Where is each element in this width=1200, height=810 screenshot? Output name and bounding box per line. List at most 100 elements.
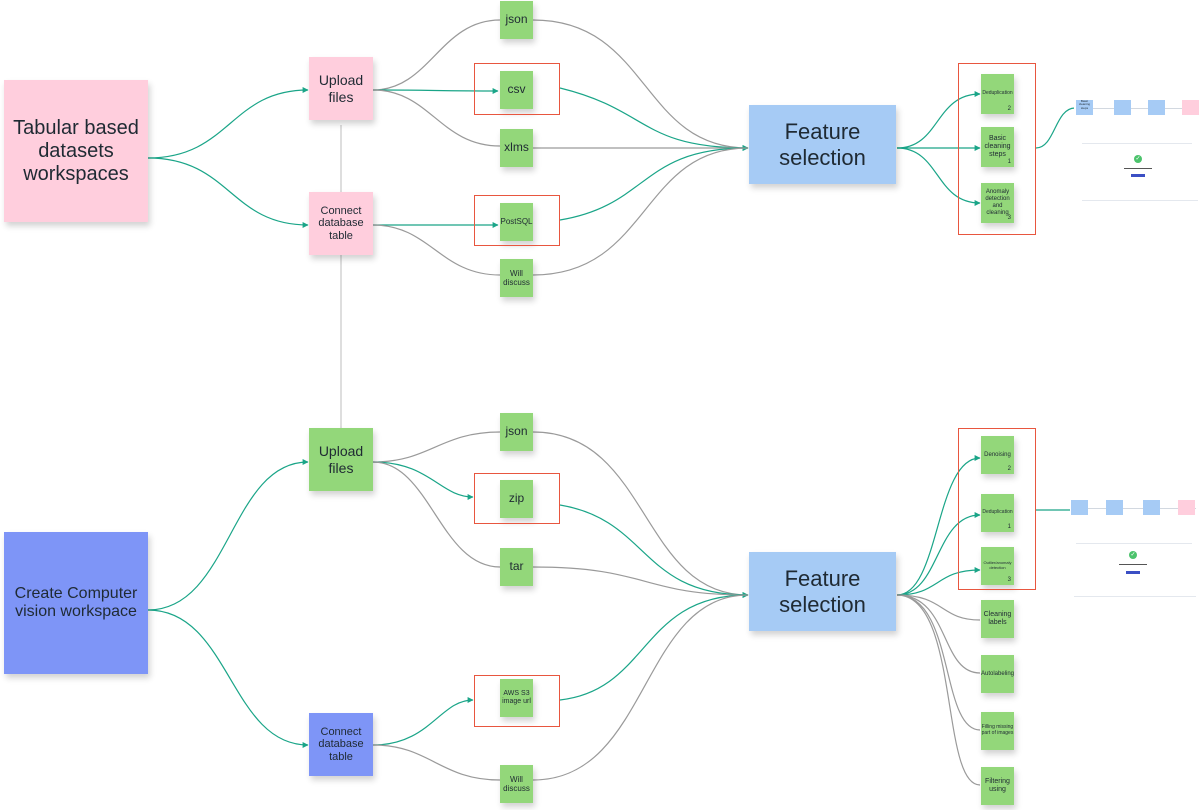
edge-ws-connect-bottom <box>147 609 309 748</box>
edge-will-feature-top <box>532 147 749 276</box>
deduplication-number-bottom: 1 <box>1007 524 1011 530</box>
thumb-text-bottom <box>1119 564 1147 565</box>
outlier-detection-note-bottom[interactable]: Outlier/anomaly detection 3 <box>981 547 1014 585</box>
thumb-step-2-top <box>1114 100 1131 115</box>
thumb-step-3-top <box>1148 100 1165 115</box>
check-circle-icon-top: ✓ <box>1134 155 1142 163</box>
edge-feature-filtering-bottom <box>896 594 981 786</box>
edge-ws-upload-bottom <box>147 459 309 611</box>
edge-feature-auto-bottom <box>896 594 981 674</box>
thumb-button-bottom <box>1126 571 1140 574</box>
thumb-connector-bottom <box>1088 508 1196 509</box>
edge-connect-aws-bottom <box>372 697 474 746</box>
json-note-bottom[interactable]: json <box>500 413 533 451</box>
zip-note-bottom[interactable]: zip <box>500 480 533 518</box>
edge-upload-xlms-top <box>372 89 501 147</box>
edge-postsql-feature-top <box>559 145 749 221</box>
thumb-text-top <box>1124 168 1152 169</box>
thumb-row-bottom <box>1076 543 1192 544</box>
deduplication-label-bottom: Deduplication <box>982 509 1013 516</box>
zip-highlight-frame <box>474 473 560 524</box>
denoising-note-bottom[interactable]: Denoising 2 <box>981 436 1014 474</box>
edge-connect-will-bottom <box>372 744 501 781</box>
thumb-step-4-bottom <box>1178 500 1195 515</box>
outlier-detection-label-bottom: Outlier/anomaly detection <box>983 560 1012 570</box>
xlms-note-top[interactable]: xlms <box>500 129 533 167</box>
csv-note-top[interactable]: csv <box>500 71 533 109</box>
deduplication-note-bottom[interactable]: Deduplication 1 <box>981 494 1014 532</box>
thumb-footer-bottom <box>1074 596 1196 597</box>
edge-upload-zip-bottom <box>372 461 474 500</box>
computer-vision-workspace-note[interactable]: Create Computer vision workspace <box>4 532 148 674</box>
workflow-thumbnail-top[interactable]: Basic cleaning steps ✓ <box>1074 98 1200 208</box>
autolabeling-note-bottom[interactable]: Autolabeling <box>981 655 1014 693</box>
edge-zip-feature-bottom <box>559 504 749 598</box>
cleaning-steps-frame-top <box>958 63 1036 235</box>
edge-tar-feature-bottom <box>532 566 749 596</box>
will-discuss-note-bottom[interactable]: Will discuss <box>500 765 533 803</box>
edge-feature-denoising-bottom <box>896 455 981 596</box>
basic-cleaning-number-top: 1 <box>1007 159 1011 165</box>
anomaly-detection-note-top[interactable]: Anomaly detection and cleaning 3 <box>981 183 1014 223</box>
feature-selection-note-bottom[interactable]: Feature selection <box>749 552 896 631</box>
check-circle-icon-bottom: ✓ <box>1129 551 1137 559</box>
edge-json-feature-bottom <box>532 431 749 596</box>
edge-ws-connect-top <box>147 157 309 228</box>
edge-feature-dedup-top <box>896 91 981 149</box>
edge-json-feature-top <box>532 19 749 149</box>
filtering-using-note-bottom[interactable]: Filtering using <box>981 767 1014 805</box>
filling-missing-note-bottom[interactable]: Filling missing part of images <box>981 712 1014 750</box>
cleaning-labels-note-bottom[interactable]: Cleaning labels <box>981 600 1014 638</box>
edge-frame-thumb-top <box>1035 107 1076 149</box>
deduplication-label-top: Deduplication <box>982 90 1013 97</box>
edge-upload-json-bottom <box>372 431 501 463</box>
edge-feature-outlier-bottom <box>896 567 981 596</box>
edge-feature-dedup-bottom <box>896 512 981 596</box>
json-note-top[interactable]: json <box>500 1 533 39</box>
edge-feature-anomaly-top <box>896 147 981 206</box>
connect-database-note-top[interactable]: Connect database table <box>309 192 373 255</box>
outlier-detection-number-bottom: 3 <box>1007 577 1011 583</box>
connect-database-note-bottom[interactable]: Connect database table <box>309 713 373 776</box>
edge-connect-will-top <box>372 224 501 276</box>
thumb-footer-top <box>1082 200 1198 201</box>
workflow-thumbnail-bottom[interactable]: ✓ <box>1070 498 1200 604</box>
edge-upload-csv-top <box>372 87 499 94</box>
thumb-button-top <box>1131 174 1145 177</box>
postsql-note-top[interactable]: PostSQL <box>500 203 533 241</box>
edge-csv-feature-top <box>559 87 749 151</box>
deduplication-number-top: 2 <box>1007 106 1011 112</box>
thumb-connector-top <box>1093 108 1198 109</box>
tabular-workspace-note[interactable]: Tabular based datasets workspaces <box>4 80 148 222</box>
thumb-step-2-bottom <box>1106 500 1123 515</box>
basic-cleaning-note-top[interactable]: Basic cleaning steps 1 <box>981 127 1014 167</box>
aws-highlight-frame <box>474 675 560 727</box>
cleaning-steps-frame-bottom <box>958 428 1036 590</box>
basic-cleaning-label-top: Basic cleaning steps <box>984 134 1011 159</box>
thumb-row-top <box>1082 143 1192 144</box>
thumb-step-1-top: Basic cleaning steps <box>1076 99 1093 115</box>
feature-selection-note-top[interactable]: Feature selection <box>749 105 896 184</box>
edge-feature-filling-bottom <box>896 594 981 731</box>
thumb-step-4-top <box>1182 100 1199 115</box>
tar-note-bottom[interactable]: tar <box>500 548 533 586</box>
postsql-highlight-frame <box>474 195 560 246</box>
thumb-step-3-bottom <box>1143 500 1160 515</box>
edge-will-feature-bottom <box>532 594 749 781</box>
edge-aws-feature-bottom <box>559 592 749 701</box>
edge-feature-cleaning-bottom <box>896 594 981 621</box>
edge-ws-upload-top <box>147 87 309 159</box>
denoising-number-bottom: 2 <box>1007 466 1011 472</box>
deduplication-note-top[interactable]: Deduplication 2 <box>981 74 1014 114</box>
edge-upload-tar-bottom <box>372 461 501 568</box>
upload-files-note-top[interactable]: Upload files <box>309 57 373 120</box>
aws-s3-note-bottom[interactable]: AWS S3 image url <box>500 679 533 717</box>
will-discuss-note-top[interactable]: Will discuss <box>500 259 533 297</box>
thumb-step-1-bottom <box>1071 500 1088 515</box>
denoising-label-bottom: Denoising <box>984 451 1011 458</box>
upload-files-note-bottom[interactable]: Upload files <box>309 428 373 491</box>
csv-highlight-frame <box>474 63 560 115</box>
anomaly-detection-number-top: 3 <box>1007 215 1011 221</box>
anomaly-detection-label-top: Anomaly detection and cleaning <box>985 189 1010 216</box>
